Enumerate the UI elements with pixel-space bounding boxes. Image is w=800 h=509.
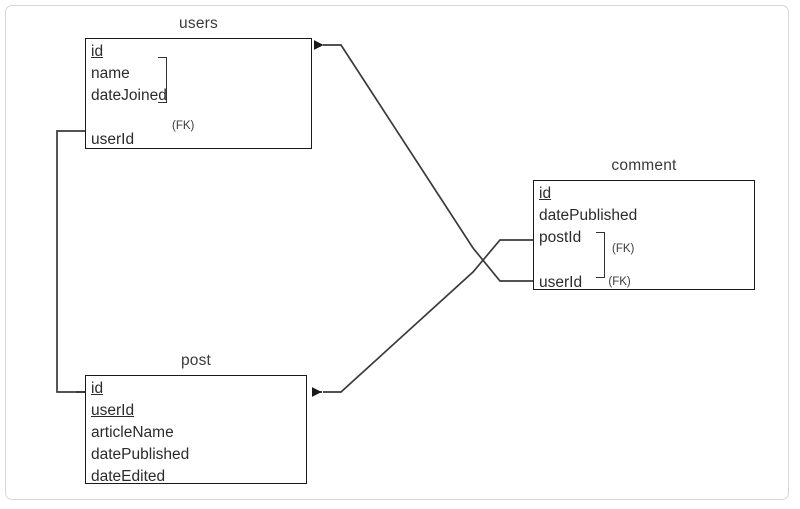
fk-label-comment-postid: (FK) — [612, 243, 635, 255]
field-comment-datepublished: datePublished — [539, 207, 638, 224]
field-users-userid: userId — [91, 131, 135, 148]
field-users-datejoined: dateJoined — [91, 87, 167, 104]
entity-comment[interactable]: comment id datePublished postId userId (… — [533, 157, 755, 293]
field-comment-id: id — [539, 185, 552, 202]
field-post-articlename: articleName — [91, 424, 174, 441]
field-spacer — [91, 107, 311, 129]
entity-title-users: users — [179, 15, 218, 32]
field-post-dateedited: dateEdited — [91, 468, 166, 485]
field-users-name: name — [91, 65, 130, 82]
field-users-id: id — [91, 43, 104, 60]
field-post-userid: userId — [91, 402, 135, 419]
fk-bracket-users-userid — [158, 57, 167, 103]
field-list-comment: id datePublished postId userId (FK) — [539, 183, 754, 293]
field-list-users: id name dateJoined userId — [91, 41, 311, 151]
field-list-post: id userId articleName datePublished date… — [91, 378, 306, 488]
fk-label-comment-userid: (FK) — [608, 276, 631, 288]
field-post-id: id — [91, 380, 104, 397]
fk-label-users-userid: (FK) — [172, 120, 195, 132]
field-post-datepublished: datePublished — [91, 446, 190, 463]
entity-users[interactable]: users id name dateJoined userId (FK) — [85, 15, 312, 151]
field-comment-userid: userId (FK) — [539, 274, 631, 291]
entity-post[interactable]: post id userId articleName datePublished… — [85, 352, 307, 485]
entity-title-post: post — [180, 352, 212, 369]
field-comment-postid: postId — [539, 229, 582, 246]
field-spacer — [539, 249, 754, 271]
fk-bracket-comment-postid — [596, 232, 605, 278]
entity-title-comment: comment — [611, 157, 677, 174]
